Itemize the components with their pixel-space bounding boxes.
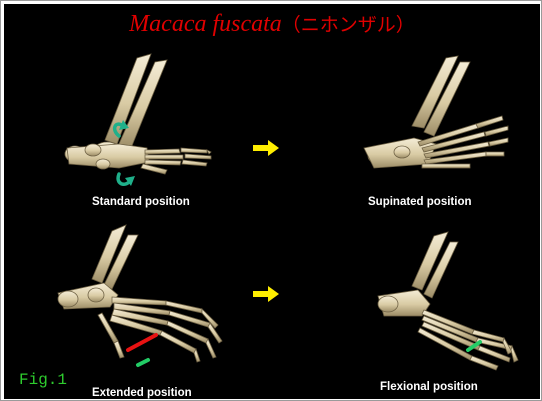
title-common-name: （ニホンザル）: [282, 14, 415, 36]
right-arrow-icon: [253, 140, 279, 156]
hand-flexional-image: [368, 226, 528, 374]
caption-extended-position: Extended position: [92, 386, 192, 399]
hand-standard-image: [59, 52, 219, 194]
green-marker-icon: [138, 360, 148, 365]
figure-slide: Macaca fuscata（ニホンザル）: [4, 4, 540, 399]
caption-flexional-position: Flexional position: [380, 380, 478, 394]
hand-extended-image: [52, 217, 232, 377]
caption-standard-position: Standard position: [92, 195, 190, 209]
hand-supinated-image: [352, 52, 512, 182]
right-arrow-icon: [253, 286, 279, 302]
title-species-name: Macaca fuscata: [129, 11, 282, 37]
figure-title: Macaca fuscata（ニホンザル）: [4, 10, 540, 39]
red-marker-icon: [128, 335, 156, 350]
caption-supinated-position: Supinated position: [368, 195, 472, 209]
figure-label: Fig.1: [19, 371, 67, 389]
